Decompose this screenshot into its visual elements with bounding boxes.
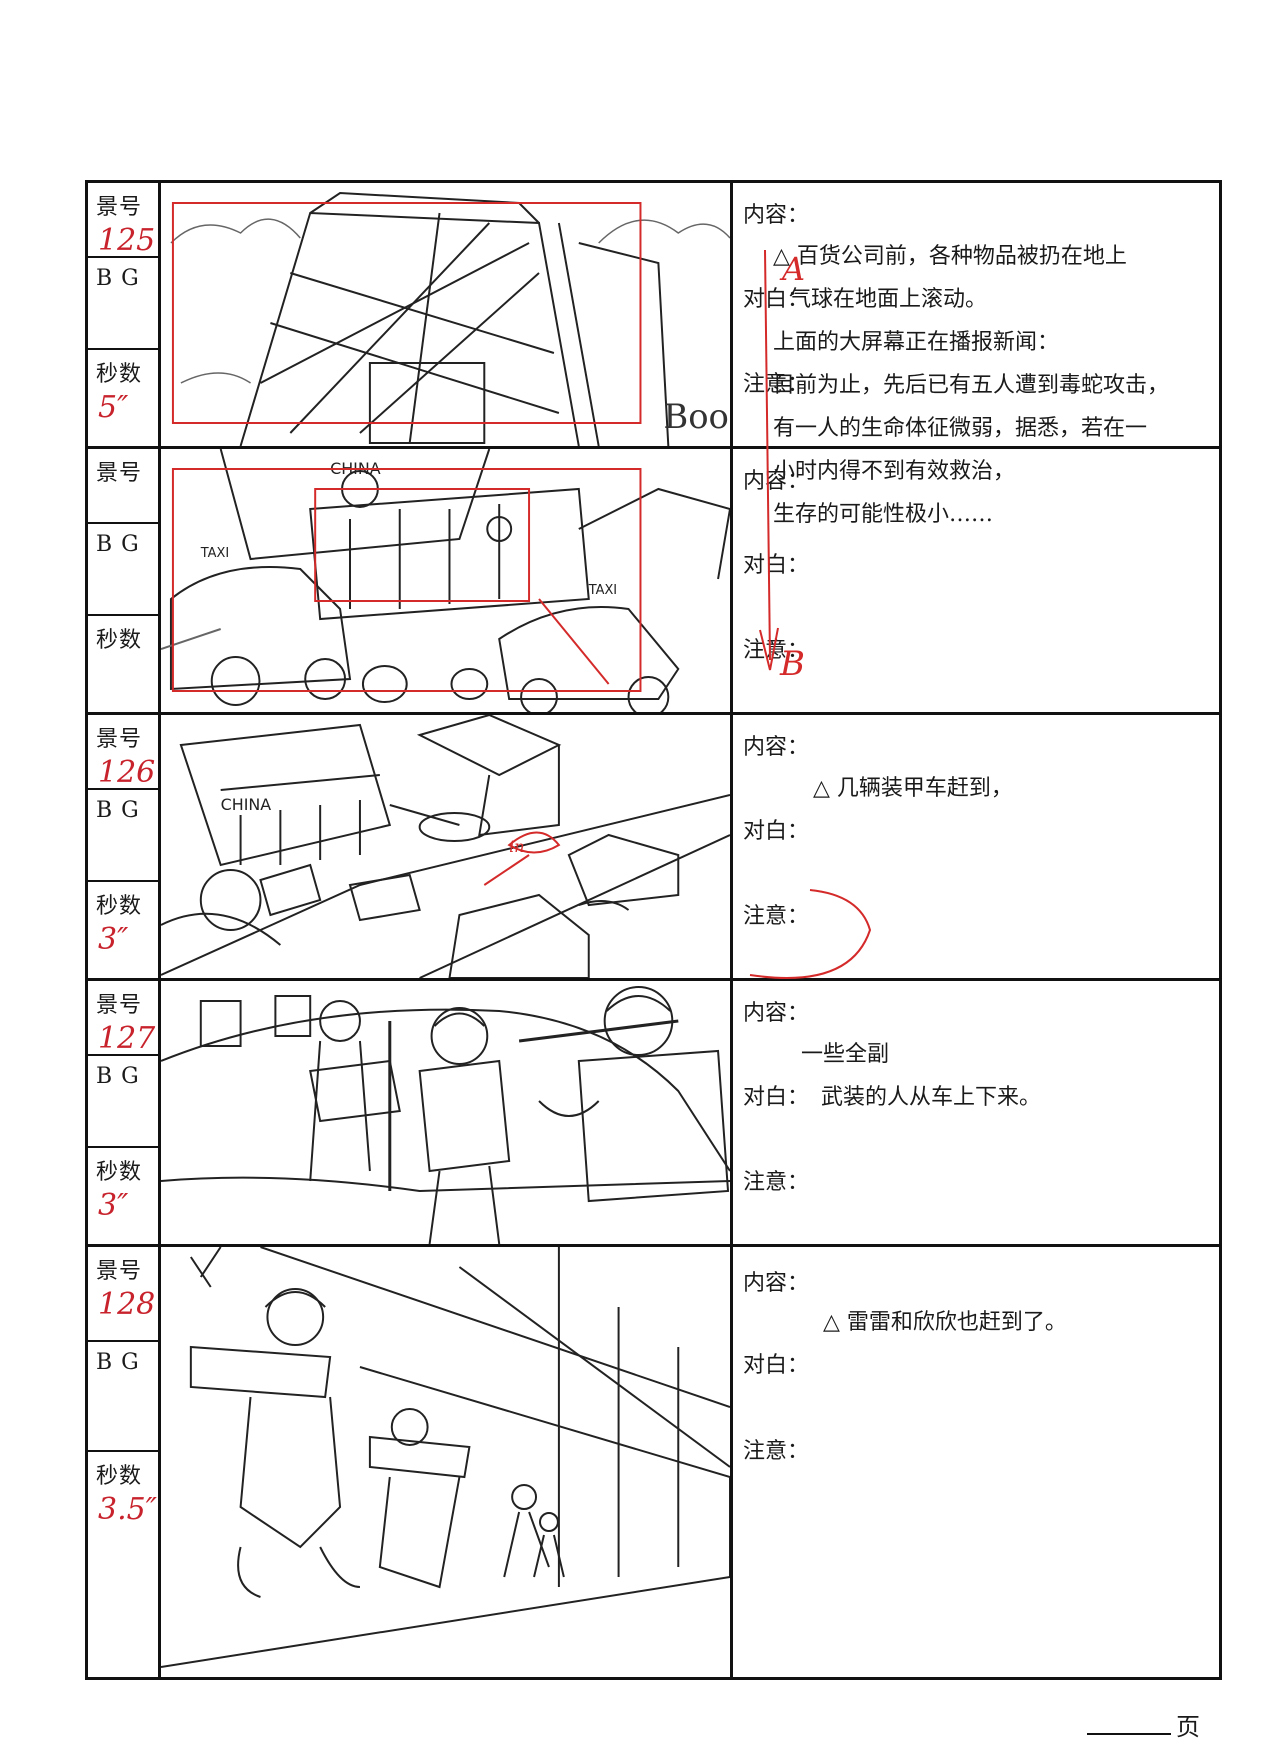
notes-column: 内容： 对白： 注意： — [733, 449, 1219, 712]
scene-number-cell: 景号 128 — [88, 1247, 158, 1342]
scene-label: 景号 — [96, 1259, 143, 1284]
seconds-value: 3.5″ — [98, 1492, 157, 1527]
storyboard-row-128: 景号 128 B G 秒数 3.5″ — [88, 1247, 1219, 1677]
note-label: 注意： — [743, 904, 810, 929]
seconds-cell: 秒数 5″ — [88, 350, 158, 446]
content-line: 小时内得不到有效救治， — [773, 459, 1016, 484]
sketch-frame-128 — [161, 1247, 733, 1677]
bg-label: B G — [96, 1064, 140, 1089]
content-line: △ 百货公司前，各种物品被扔在地上 — [773, 244, 1127, 269]
scene-number: 126 — [98, 755, 156, 790]
storyboard-row-127: 景号 127 B G 秒数 3″ — [88, 981, 1219, 1247]
note-label: 注意： — [743, 1439, 810, 1464]
seconds-label: 秒数 — [96, 894, 143, 919]
seconds-cell: 秒数 3″ — [88, 1148, 158, 1244]
content-label: 内容： — [743, 1001, 810, 1026]
page-label: 页 — [1176, 1713, 1200, 1741]
seconds-cell: 秒数 3″ — [88, 882, 158, 978]
bg-label: B G — [96, 798, 140, 823]
sketch-frame-126: CHINA in — [161, 715, 733, 978]
note-label: 注意： — [743, 638, 810, 663]
scene-number-cell: 景号 125 — [88, 183, 158, 258]
content-label: 内容： — [743, 735, 810, 760]
taxi-sign-2: TAXI — [588, 583, 617, 598]
scene-number: 127 — [98, 1021, 156, 1056]
bg-cell: B G — [88, 1342, 158, 1452]
notes-column: 内容： 对白： 注意： 一些全副 武装的人从车上下来。 — [733, 981, 1219, 1244]
storyboard-row-126: 景号 126 B G 秒数 3″ — [88, 715, 1219, 981]
sketch-frame-125b: TAXI TAXI CHINA — [161, 449, 733, 712]
storyboard-row-continuation: 景号 B G 秒数 — [88, 449, 1219, 715]
seconds-value: 3″ — [98, 1188, 129, 1223]
content-text-128: △ 雷雷和欣欣也赶到了。 — [823, 1301, 1067, 1344]
seconds-label: 秒数 — [96, 1160, 143, 1185]
bg-label: B G — [96, 1350, 140, 1375]
scene-label: 景号 — [96, 993, 143, 1018]
sketch-frame-125: Boo — [161, 183, 733, 446]
dialogue-label: 对白： — [743, 819, 810, 844]
notes-column: 内容： 对白： 注意： △ 百货公司前，各种物品被扔在地上 气球在地面上滚动。 … — [733, 183, 1219, 527]
seconds-cell: 秒数 — [88, 616, 158, 712]
scene-number: 128 — [98, 1287, 156, 1322]
meta-column: 景号 127 B G 秒数 3″ — [88, 981, 161, 1244]
content-text-125: △ 百货公司前，各种物品被扔在地上 气球在地面上滚动。 上面的大屏幕正在播报新闻… — [773, 235, 1169, 536]
bg-cell: B G — [88, 1056, 158, 1148]
content-line: 生存的可能性极小…… — [773, 502, 994, 527]
content-text-127: 一些全副 武装的人从车上下来。 — [793, 1033, 1041, 1119]
bg-label: B G — [96, 266, 140, 291]
storyboard-sheet: 景号 125 B G 秒数 5″ — [85, 180, 1222, 1680]
content-line: △ 几辆装甲车赶到， — [813, 776, 1013, 801]
storyboard-row-125: 景号 125 B G 秒数 5″ — [88, 183, 1219, 527]
content-line: 有一人的生命体征微弱，据悉，若在一 — [773, 416, 1148, 441]
scene-number-cell: 景号 127 — [88, 981, 158, 1056]
dialogue-label: 对白： — [743, 553, 810, 578]
dialogue-label: 对白： — [743, 287, 810, 312]
seconds-label: 秒数 — [96, 628, 143, 653]
page-number-line — [1087, 1733, 1171, 1735]
scene-number: 125 — [98, 223, 156, 258]
scene-number-cell: 景号 — [88, 449, 158, 524]
bg-label: B G — [96, 532, 140, 557]
sign-text: Boo — [663, 397, 729, 436]
notes-column: 内容： 对白： 注意： △ 几辆装甲车赶到， — [733, 715, 1219, 978]
annotation-in: in — [509, 837, 524, 856]
content-line: 气球在地面上滚动。 — [789, 287, 988, 312]
notes-column: 内容： 对白： 注意： △ 雷雷和欣欣也赶到了。 — [733, 1247, 1219, 1677]
seconds-value: 3″ — [98, 922, 129, 957]
meta-column: 景号 128 B G 秒数 3.5″ — [88, 1247, 161, 1677]
dialogue-label: 对白： — [743, 1085, 810, 1110]
meta-column: 景号 B G 秒数 — [88, 449, 161, 712]
meta-column: 景号 126 B G 秒数 3″ — [88, 715, 161, 978]
seconds-cell: 秒数 3.5″ — [88, 1452, 158, 1677]
taxi-sign: TAXI — [200, 546, 229, 561]
seconds-value: 5″ — [98, 390, 129, 425]
content-label: 内容： — [743, 1271, 810, 1296]
dialogue-label: 对白： — [743, 1353, 810, 1378]
seconds-label: 秒数 — [96, 362, 143, 387]
content-line: 上面的大屏幕正在播报新闻： — [773, 330, 1060, 355]
bg-cell: B G — [88, 524, 158, 616]
scene-number-cell: 景号 126 — [88, 715, 158, 790]
content-line: 一些全副 — [801, 1042, 890, 1067]
scene-label: 景号 — [96, 727, 143, 752]
bg-cell: B G — [88, 790, 158, 882]
meta-column: 景号 125 B G 秒数 5″ — [88, 183, 161, 446]
scene-label: 景号 — [96, 461, 143, 486]
bg-cell: B G — [88, 258, 158, 350]
scene-label: 景号 — [96, 195, 143, 220]
content-line: 武装的人从车上下来。 — [821, 1085, 1042, 1110]
seconds-label: 秒数 — [96, 1464, 143, 1489]
content-text-126: △ 几辆装甲车赶到， — [813, 767, 1013, 810]
content-line: 目前为止，先后已有五人遭到毒蛇攻击， — [773, 373, 1170, 398]
content-line: △ 雷雷和欣欣也赶到了。 — [823, 1310, 1067, 1335]
store-sign: CHINA — [221, 795, 272, 814]
note-label: 注意： — [743, 372, 810, 397]
sketch-frame-127 — [161, 981, 733, 1244]
content-label: 内容： — [743, 469, 810, 494]
content-label: 内容： — [743, 203, 810, 228]
note-label: 注意： — [743, 1170, 810, 1195]
